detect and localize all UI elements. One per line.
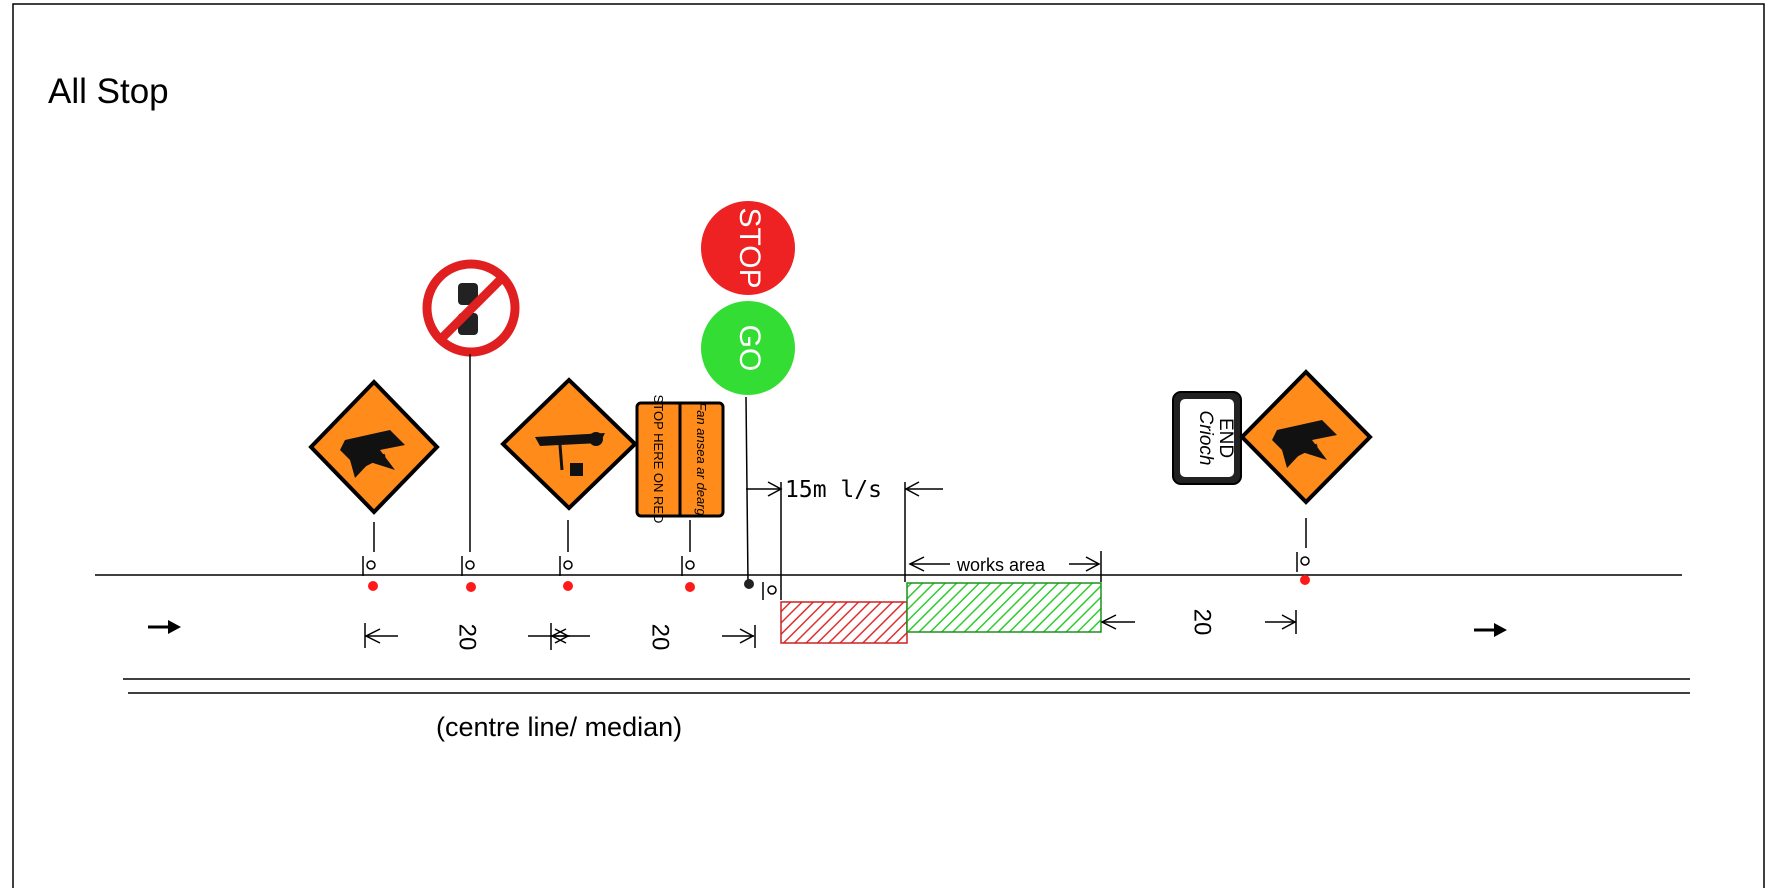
stop-here-on-red-sign: STOP HERE ON RED Fan ansea ar dearg xyxy=(635,395,725,552)
dimension-gap-2: 20 xyxy=(550,624,756,651)
centre-line-caption: (centre line/ median) xyxy=(436,712,683,742)
go-label: GO xyxy=(733,325,766,372)
lead-in-taper-zone xyxy=(780,601,908,644)
go-face xyxy=(701,301,795,395)
end-en-label: END xyxy=(1215,418,1236,458)
post-marker-3 xyxy=(559,556,573,591)
flagman-icon xyxy=(535,432,605,476)
road-works-sign-1 xyxy=(308,379,440,552)
car-icon-top xyxy=(458,283,478,305)
post-marker-stopgo xyxy=(744,579,777,600)
page-border xyxy=(12,3,1765,888)
traffic-arrow-right xyxy=(1474,623,1507,637)
dimension-lead-in: 15m l/s xyxy=(746,477,943,600)
cone-3 xyxy=(563,581,573,591)
diagram-title: All Stop xyxy=(48,72,169,111)
post-marker-1 xyxy=(362,556,378,591)
cone-1 xyxy=(368,581,378,591)
dimension-works-area: works area xyxy=(908,551,1102,582)
road-works-sign-2 xyxy=(1239,369,1373,548)
gap-1-label: 20 xyxy=(454,624,481,651)
stop-label: STOP xyxy=(733,207,766,288)
gap-3-label: 20 xyxy=(1189,609,1216,636)
flagman-ahead-sign xyxy=(500,377,638,552)
works-area-zone xyxy=(906,582,1102,633)
post-marker-4 xyxy=(681,556,695,592)
cone-4 xyxy=(685,582,695,592)
dimension-gap-3: 20 xyxy=(1100,609,1297,636)
dimension-gap-1: 20 xyxy=(364,623,570,651)
works-area-label: works area xyxy=(956,555,1046,575)
stop-face xyxy=(701,201,795,295)
post-marker-2 xyxy=(461,556,476,592)
road-works-icon-2 xyxy=(1272,420,1337,468)
cone-5 xyxy=(1300,575,1310,585)
no-overtaking-sign xyxy=(422,259,520,552)
cone-2 xyxy=(466,582,476,592)
stop-here-ga-label: Fan ansea ar dearg xyxy=(694,402,709,516)
end-sign: Crioch END xyxy=(1172,391,1242,485)
stop-here-en-label: STOP HERE ON RED xyxy=(651,395,666,524)
gap-2-label: 20 xyxy=(647,624,674,651)
sign-post-markers xyxy=(362,552,1310,600)
lead-in-label: 15m l/s xyxy=(785,477,882,503)
end-ga-label: Crioch xyxy=(1195,411,1216,466)
traffic-arrow-left xyxy=(148,620,181,634)
road-works-icon xyxy=(340,430,405,478)
post-marker-5 xyxy=(1296,552,1310,585)
